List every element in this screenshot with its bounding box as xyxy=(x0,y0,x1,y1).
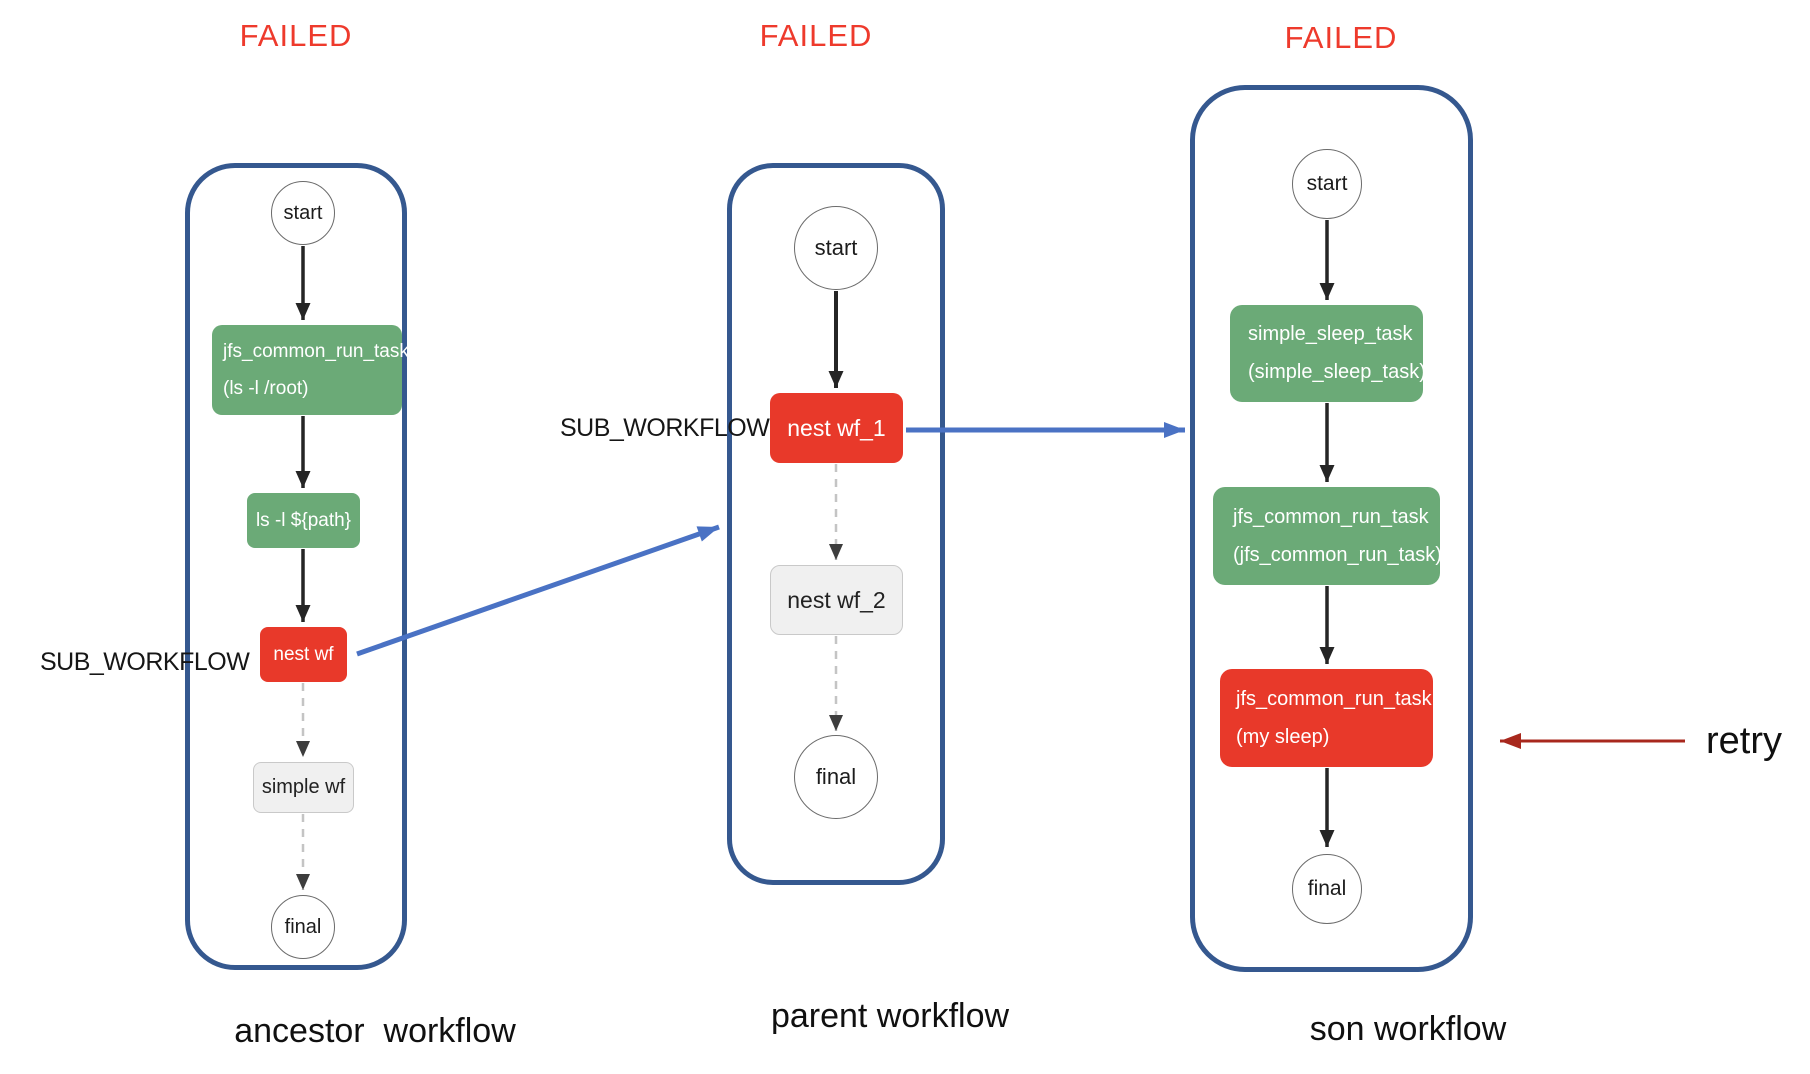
ancestor-status-label: FAILED xyxy=(239,18,353,53)
parent-final-node: final xyxy=(794,735,878,819)
son-final-node: final xyxy=(1292,854,1362,924)
task-name: ls -l ${path} xyxy=(255,509,352,531)
ancestor-task-nest-wf: nest wf xyxy=(260,627,347,682)
task-name: jfs_common_run_task xyxy=(1236,687,1432,710)
task-subtitle: (jfs_common_run_task) xyxy=(1233,543,1442,566)
son-task-simple-sleep-task: simple_sleep_task (simple_sleep_task) xyxy=(1230,305,1426,402)
task-name: nest wf_2 xyxy=(787,586,886,613)
task-name: simple wf xyxy=(261,776,346,798)
ancestor-task-simple-wf: simple wf xyxy=(253,762,354,813)
parent-task-nest-wf-1: nest wf_1 xyxy=(770,393,903,463)
task-subtitle: (simple_sleep_task) xyxy=(1248,361,1426,383)
ancestor-task-jfs-common-run-task: jfs_common_run_task (ls -l /root) xyxy=(212,325,409,415)
ancestor-workflow-caption: ancestor workflow xyxy=(234,1012,516,1050)
retry-label: retry xyxy=(1706,720,1782,762)
ancestor-final-node: final xyxy=(271,895,335,959)
task-subtitle: (ls -l /root) xyxy=(223,377,309,399)
parent-status-label: FAILED xyxy=(759,18,873,53)
link-arrow-nest-wf-to-parent xyxy=(356,524,720,657)
parent-sub-workflow-label: SUB_WORKFLOW xyxy=(560,414,770,442)
task-name: nest wf_1 xyxy=(787,414,886,441)
ancestor-sub-workflow-label: SUB_WORKFLOW xyxy=(40,648,250,676)
son-task-jfs-common-run-task: jfs_common_run_task (jfs_common_run_task… xyxy=(1213,487,1442,585)
son-workflow-caption: son workflow xyxy=(1309,1010,1507,1048)
son-task-my-sleep: jfs_common_run_task (my sleep) xyxy=(1220,669,1433,767)
parent-workflow-caption: parent workflow xyxy=(770,997,1010,1035)
ancestor-start-node: start xyxy=(271,181,335,245)
parent-start-node: start xyxy=(794,206,878,290)
son-start-node: start xyxy=(1292,149,1362,219)
son-status-label: FAILED xyxy=(1284,20,1398,55)
parent-task-nest-wf-2: nest wf_2 xyxy=(770,565,903,635)
ancestor-task-ls-path: ls -l ${path} xyxy=(247,493,360,548)
task-name: simple_sleep_task xyxy=(1248,323,1413,345)
task-subtitle: (my sleep) xyxy=(1236,725,1330,748)
task-name: nest wf xyxy=(273,643,334,665)
task-name: jfs_common_run_task xyxy=(1233,505,1429,528)
ancestor-workflow-container xyxy=(185,163,407,970)
task-name: jfs_common_run_task xyxy=(223,340,409,362)
